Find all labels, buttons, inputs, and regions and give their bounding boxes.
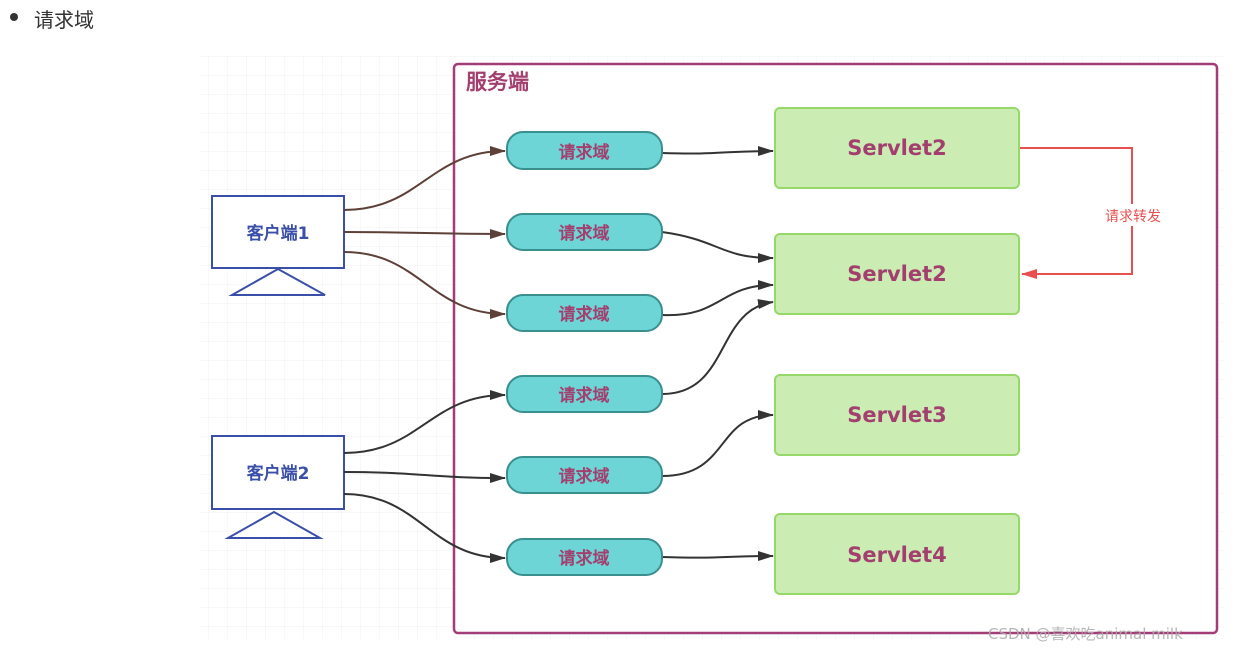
client-label: 客户端2	[246, 463, 310, 484]
arrow	[661, 280, 774, 317]
pill-label: 请求域	[559, 142, 610, 163]
monitor-stand-icon	[228, 267, 326, 296]
servlet-label: Servlet4	[847, 543, 947, 567]
request-scope-pill: 请求域	[506, 213, 663, 251]
client-2: 客户端2	[211, 435, 345, 539]
request-scope-pills: 请求域 请求域 请求域 请求域 请求域 请求域	[506, 131, 663, 576]
pill-label: 请求域	[559, 466, 610, 487]
arrow	[661, 410, 774, 477]
servlet-box: Servlet2	[774, 233, 1020, 315]
client-1: 客户端1	[211, 195, 345, 296]
arrow	[661, 551, 774, 562]
arrow	[343, 390, 506, 454]
request-scope-pill: 请求域	[506, 538, 663, 576]
client-label: 客户端1	[246, 223, 310, 244]
pill-label: 请求域	[559, 304, 610, 325]
servlet-box: Servlet3	[774, 374, 1020, 456]
pill-label: 请求域	[559, 385, 610, 406]
pill-label: 请求域	[559, 223, 610, 244]
servlet-box: Servlet2	[774, 107, 1020, 189]
request-scope-pill: 请求域	[506, 294, 663, 332]
request-scope-pill: 请求域	[506, 375, 663, 413]
arrow	[661, 299, 774, 395]
servlets: Servlet2 Servlet2 Servlet3 Servlet4	[774, 107, 1020, 595]
section-heading: 请求域	[34, 8, 94, 32]
pill-label: 请求域	[559, 548, 610, 569]
arrow	[343, 146, 506, 211]
request-scope-pill: 请求域	[506, 456, 663, 494]
servlet-label: Servlet2	[847, 262, 947, 286]
servlet-label: Servlet3	[847, 403, 947, 427]
arrow	[661, 146, 774, 157]
forward-label: 请求转发	[1105, 209, 1161, 225]
arrow	[661, 231, 774, 263]
watermark: CSDN @喜欢吃animal milk	[988, 625, 1183, 643]
request-scope-pill: 请求域	[506, 131, 663, 170]
arrow	[343, 228, 506, 239]
arrow	[343, 493, 506, 563]
arrow	[343, 471, 506, 483]
servlet-label: Servlet2	[847, 136, 947, 160]
arrow	[343, 251, 506, 319]
bullet-icon	[10, 13, 18, 21]
server-title: 服务端	[466, 70, 529, 94]
servlet-box: Servlet4	[774, 513, 1020, 595]
monitor-stand-icon	[224, 510, 324, 539]
